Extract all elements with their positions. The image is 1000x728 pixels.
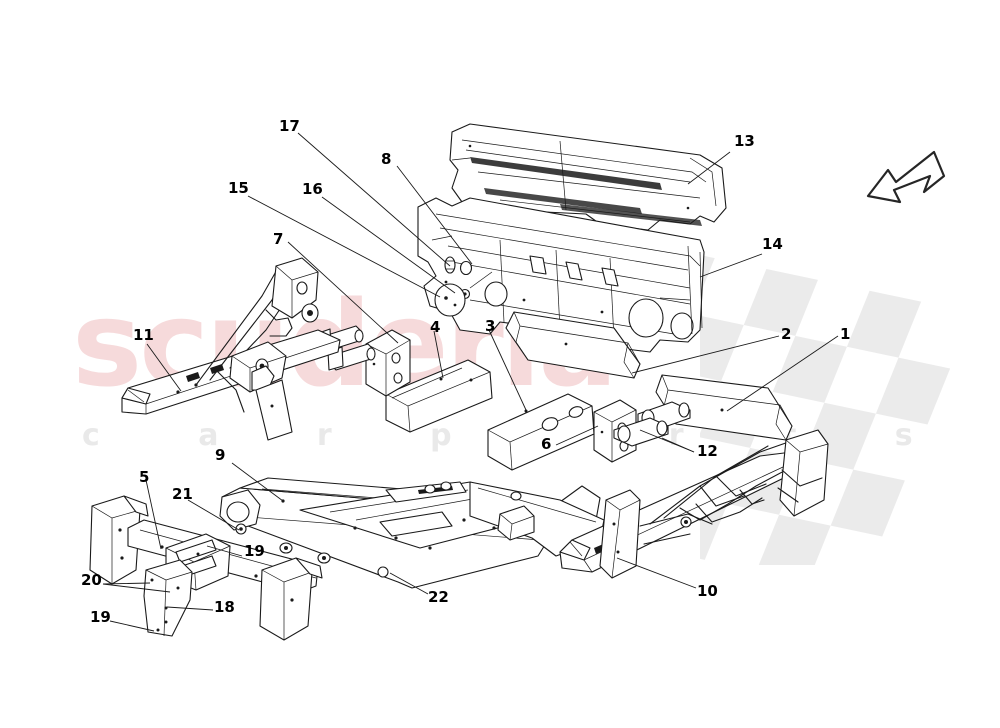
callout-20[interactable]: 20 [81,571,102,589]
part-9-main-floor-frame [219,477,605,589]
part-4-square-box-section-beam [385,359,493,433]
callout-3[interactable]: 3 [485,317,496,335]
callout-9[interactable]: 9 [215,446,226,464]
callout-6[interactable]: 6 [541,435,552,453]
part-2-right-front-crossmember-tube [505,311,641,379]
callout-7[interactable]: 7 [273,230,284,248]
part-17-nut-and-16-washer [434,256,471,317]
callout-16[interactable]: 16 [302,180,323,198]
callout-4[interactable]: 4 [430,318,441,336]
callout-11[interactable]: 11 [133,326,154,344]
callout-1[interactable]: 1 [840,325,851,343]
callout-5[interactable]: 5 [139,468,150,486]
part-12-pin-bushings [613,401,691,447]
callout-10[interactable]: 10 [697,582,718,600]
direction-arrow [866,150,946,204]
callout-14[interactable]: 14 [762,235,783,253]
callout-2[interactable]: 2 [781,325,792,343]
callout-22[interactable]: 22 [428,588,449,606]
callout-21[interactable]: 21 [172,485,193,503]
part-6-mounting-bracket-left [365,329,411,397]
callout-19[interactable]: 19 [244,542,265,560]
callout-19b[interactable]: 19 [90,608,111,626]
callout-17[interactable]: 17 [279,117,300,135]
part-3-centre-box-section [487,393,595,471]
callout-15[interactable]: 15 [228,179,249,197]
callout-8[interactable]: 8 [381,150,392,168]
part-13-upper-scuttle-panel [449,123,727,231]
part-11-left-front-frame-lattice [121,257,341,441]
callout-13[interactable]: 13 [734,132,755,150]
callout-12[interactable]: 12 [697,442,718,460]
callout-18[interactable]: 18 [214,598,235,616]
